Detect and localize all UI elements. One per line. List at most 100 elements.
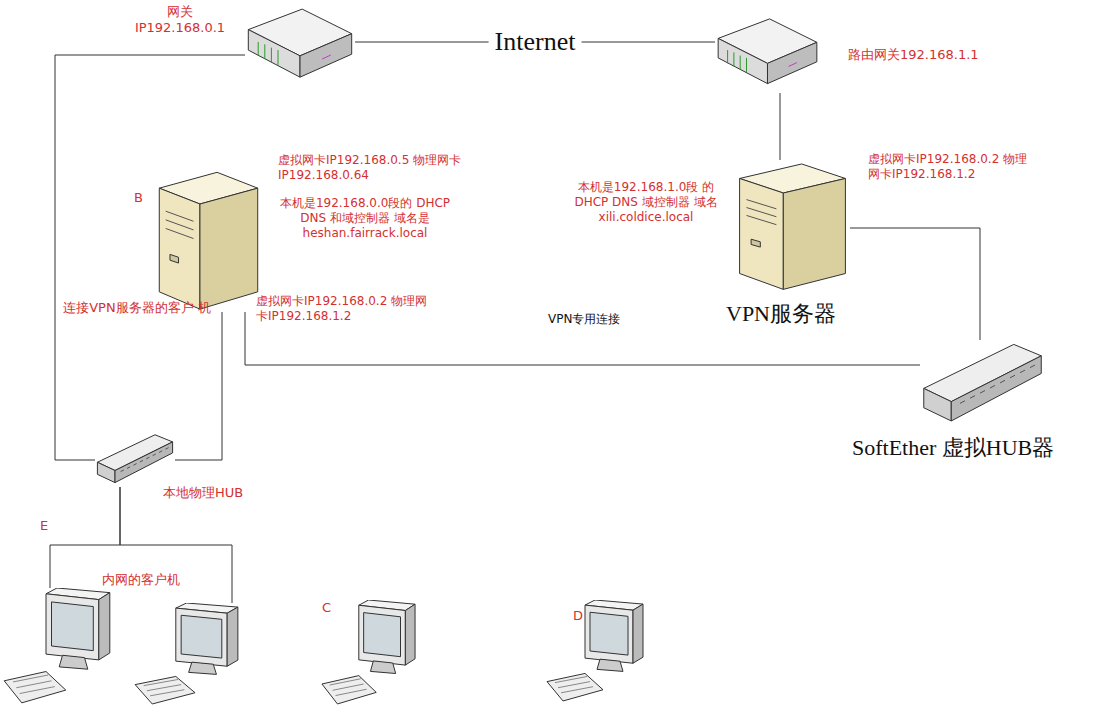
port-mark [1000,380,1005,383]
icon-part [200,188,258,309]
key-row [13,675,48,682]
device-annotation: 本机是192.168.0.0段的 DHCP DNS 和域控制器 域名是 hesh… [276,196,454,241]
key-row [150,690,184,696]
port-mark [980,391,985,394]
client-pc-icon [2,588,112,704]
key-row [333,684,364,690]
icon-part [370,661,395,674]
port-mark [153,454,156,456]
icon-part [633,604,643,663]
port-mark [960,401,965,404]
key-row [147,685,181,691]
key-row [16,681,51,688]
router-icon [245,5,355,87]
icon-part [789,63,797,67]
client-pc: C [320,600,417,705]
client-pc-icon [133,603,240,705]
icon-part [166,211,194,238]
icon-part [718,38,767,83]
key-row [20,687,55,694]
device-annotation: 连接VPN服务器的客户 机 [62,300,212,316]
icon-part [728,50,747,72]
icon-part [4,672,66,703]
client-pc: D [545,600,645,702]
icon-part [97,462,115,482]
icon-part [951,356,1041,421]
port-mark [140,460,143,462]
port-mark [165,448,168,450]
client-pc-icon [320,600,417,705]
network-link [780,93,781,160]
device-annotation: 内网的客户机 [102,572,180,588]
router: 路由网关192.168.1.1 [715,15,820,93]
device-annotation: 虚拟网卡IP192.168.0.5 物理网卡IP192.168.0.64 [278,153,463,183]
icon-part [590,612,628,655]
port-mark [1020,370,1025,373]
icon-part [597,659,623,671]
key-row [144,680,178,686]
icon-part [227,607,238,666]
client-pc: 内网的客户机 [133,603,240,705]
physical-hub-icon [95,432,175,487]
device-annotation: E [40,518,48,534]
icon-part [181,615,222,658]
key-row [561,687,593,693]
icon-part [52,602,94,651]
port-mark [127,467,130,469]
server-tower: 虚拟网卡IP192.168.0.5 物理网卡IP192.168.0.64本机是1… [155,168,262,312]
client-pc-icon [545,600,645,702]
icon-part [115,442,173,483]
server-tower-icon [735,160,850,292]
port-mark [133,464,136,466]
icon-part [783,178,845,289]
port-mark [1030,365,1035,368]
device-annotation: C [322,600,331,616]
icon-part [751,239,760,247]
server-tower: 本机是192.168.1.0段 的DHCP DNS 域控制器 域名 xili.c… [735,160,850,292]
icon-part [300,34,352,77]
key-row [555,677,587,683]
icon-part [924,388,952,421]
server-tower-icon [155,168,262,312]
icon-part [740,178,784,289]
port-mark [970,396,975,399]
icon-part [46,594,99,660]
icon-part [747,200,777,225]
icon-part [159,188,200,309]
port-mark [121,470,124,472]
icon-part [170,254,179,263]
icon-part [359,605,406,665]
icon-part [176,608,227,666]
icon-part [585,605,633,663]
icon-part [135,676,195,704]
device-annotation: VPN服务器 [726,300,836,328]
port-mark [990,385,995,388]
icon-part [59,655,88,669]
physical-hub: 本地物理HUB [95,432,175,487]
virtual-hub-icon [920,340,1045,428]
port-mark [146,457,149,459]
icon-part [258,42,278,65]
network-link [175,312,222,460]
link-label: VPN专用连接 [548,313,620,326]
device-annotation: 路由网关192.168.1.1 [848,47,979,63]
device-annotation: SoftEther 虚拟HUB器 [852,434,1054,462]
port-mark [1010,375,1015,378]
key-row [330,679,361,685]
router-icon [715,15,820,93]
virtual-hub: SoftEther 虚拟HUB器 [920,340,1045,428]
device-annotation: D [573,608,583,624]
icon-part [248,30,300,78]
device-annotation: 本机是192.168.1.0段 的DHCP DNS 域控制器 域名 xili.c… [566,180,726,225]
icon-part [405,604,415,665]
key-row [558,682,590,688]
icon-part [364,613,401,657]
key-row [336,689,367,695]
client-pc: E [2,588,112,704]
icon-part [189,662,217,674]
icon-part [99,593,110,660]
icon-part [322,55,331,59]
network-link [850,228,980,340]
